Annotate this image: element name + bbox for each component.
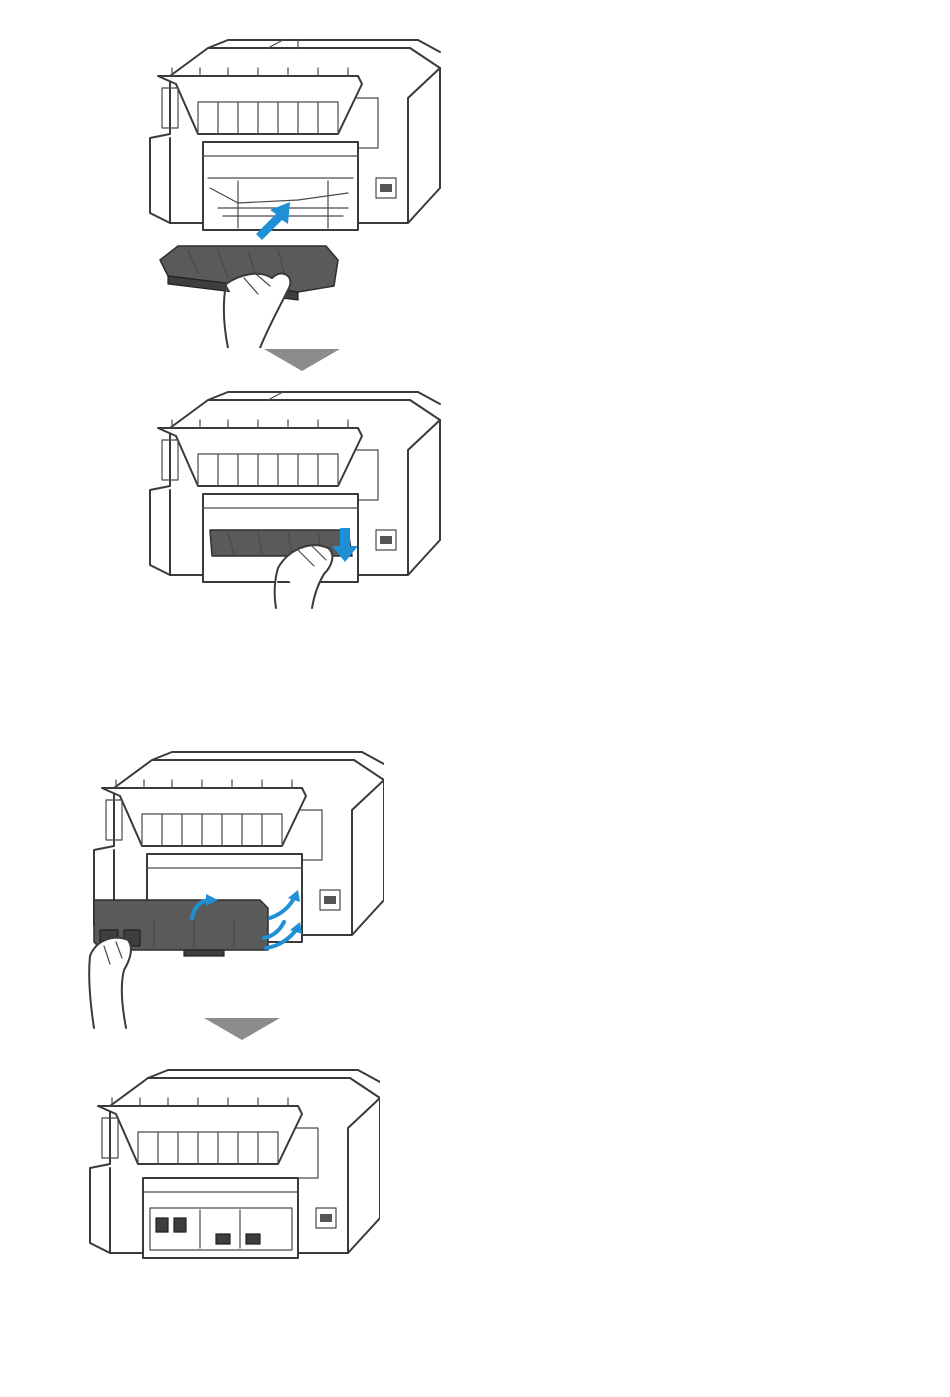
printer-push-down-unit-illustration bbox=[148, 390, 448, 610]
step-arrow-1 bbox=[264, 349, 340, 371]
printer-attach-rear-cover-illustration bbox=[84, 750, 384, 1030]
printer-insert-unit-illustration bbox=[148, 38, 448, 348]
printer-rear-cover-attached-illustration bbox=[80, 1068, 380, 1278]
step-arrow-2 bbox=[204, 1018, 280, 1040]
